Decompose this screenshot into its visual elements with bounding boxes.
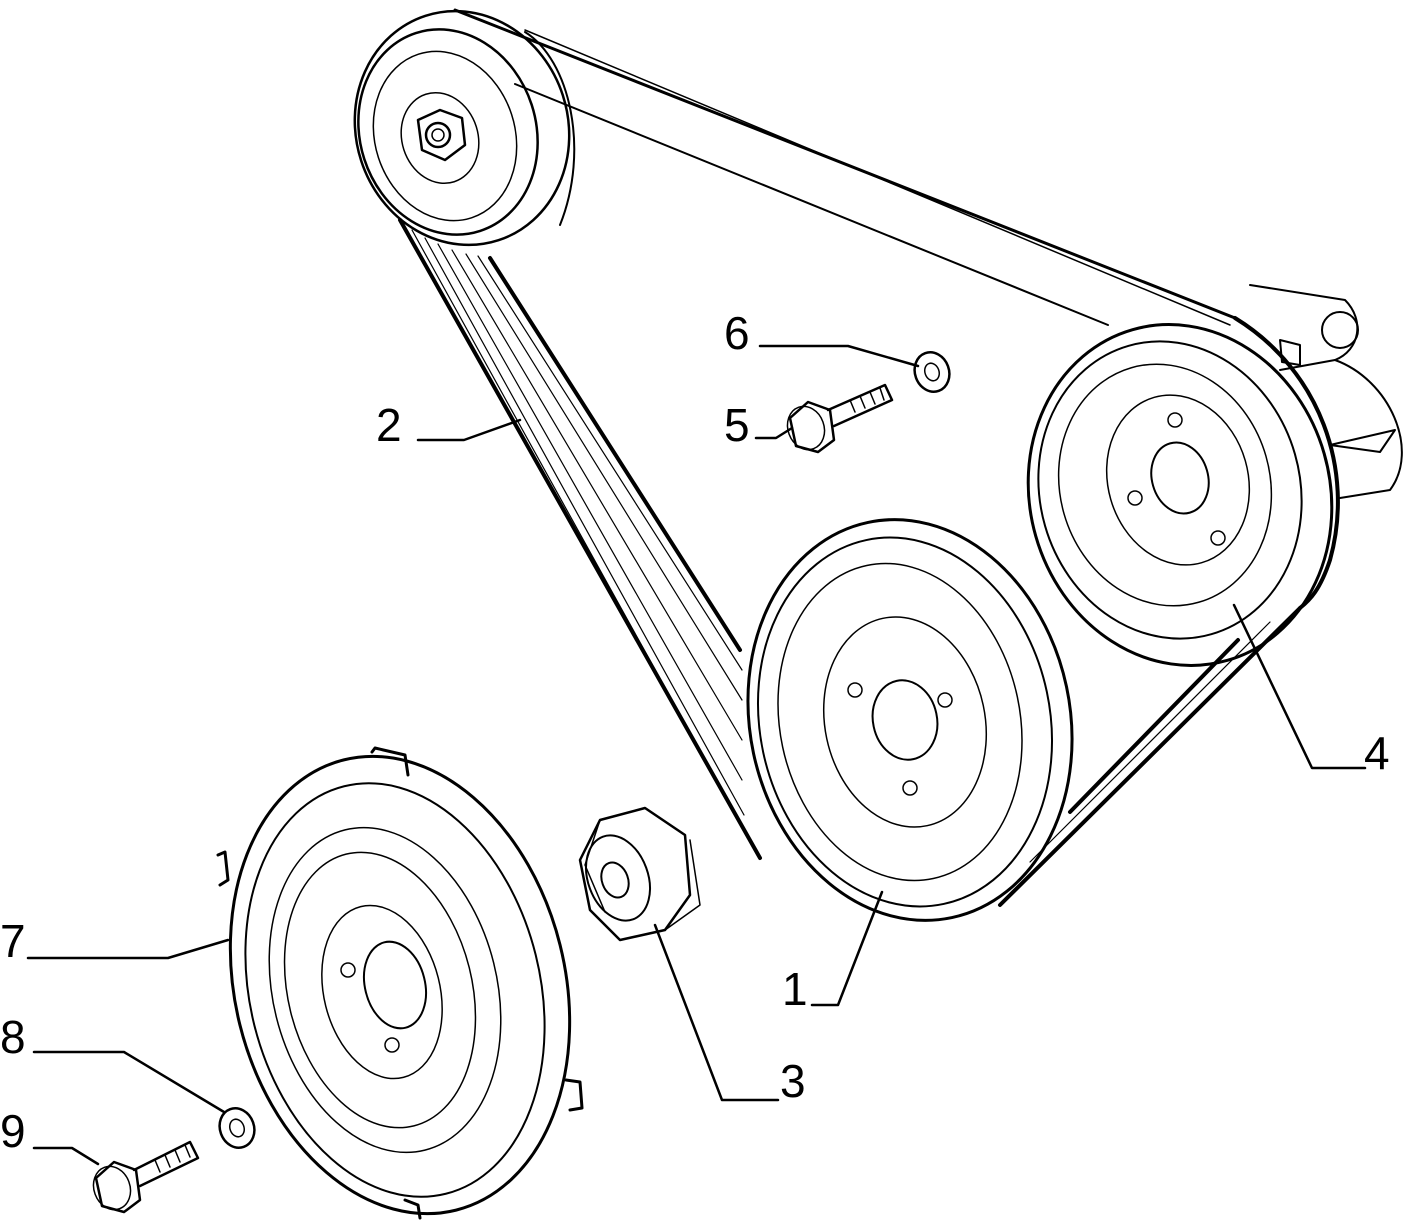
idler-pulley bbox=[353, 9, 576, 247]
bolt-5 bbox=[786, 383, 894, 454]
drive-belt bbox=[398, 8, 1340, 907]
callout-1: 1 bbox=[782, 963, 808, 1015]
leader-line-4 bbox=[1232, 603, 1367, 770]
bolt-9 bbox=[92, 1140, 200, 1214]
callout-5: 5 bbox=[724, 399, 750, 451]
leader-line-3 bbox=[653, 923, 780, 1102]
leader-line-9 bbox=[32, 1146, 100, 1166]
callout-2: 2 bbox=[376, 399, 402, 451]
alternator-bracket bbox=[1249, 284, 1403, 499]
pulley-1 bbox=[746, 518, 1074, 922]
callout-6: 6 bbox=[724, 307, 750, 359]
callout-9: 9 bbox=[0, 1105, 26, 1157]
callout-3: 3 bbox=[780, 1055, 806, 1107]
washer-8 bbox=[218, 1107, 256, 1149]
leader-line-8 bbox=[32, 1050, 226, 1114]
leader-line-7 bbox=[26, 938, 230, 960]
callout-8: 8 bbox=[0, 1011, 26, 1063]
hex-nut-3 bbox=[578, 806, 701, 942]
leader-line-5 bbox=[754, 426, 794, 440]
callout-7: 7 bbox=[0, 915, 26, 967]
leader-line-6 bbox=[758, 344, 920, 368]
leader-lines bbox=[26, 344, 1367, 1166]
washer-6 bbox=[913, 351, 951, 393]
damper-pulley-7 bbox=[216, 746, 584, 1220]
leader-line-2 bbox=[416, 418, 522, 442]
callout-4: 4 bbox=[1364, 727, 1390, 779]
pulley-4 bbox=[1026, 323, 1334, 667]
leader-line-1 bbox=[810, 890, 884, 1007]
